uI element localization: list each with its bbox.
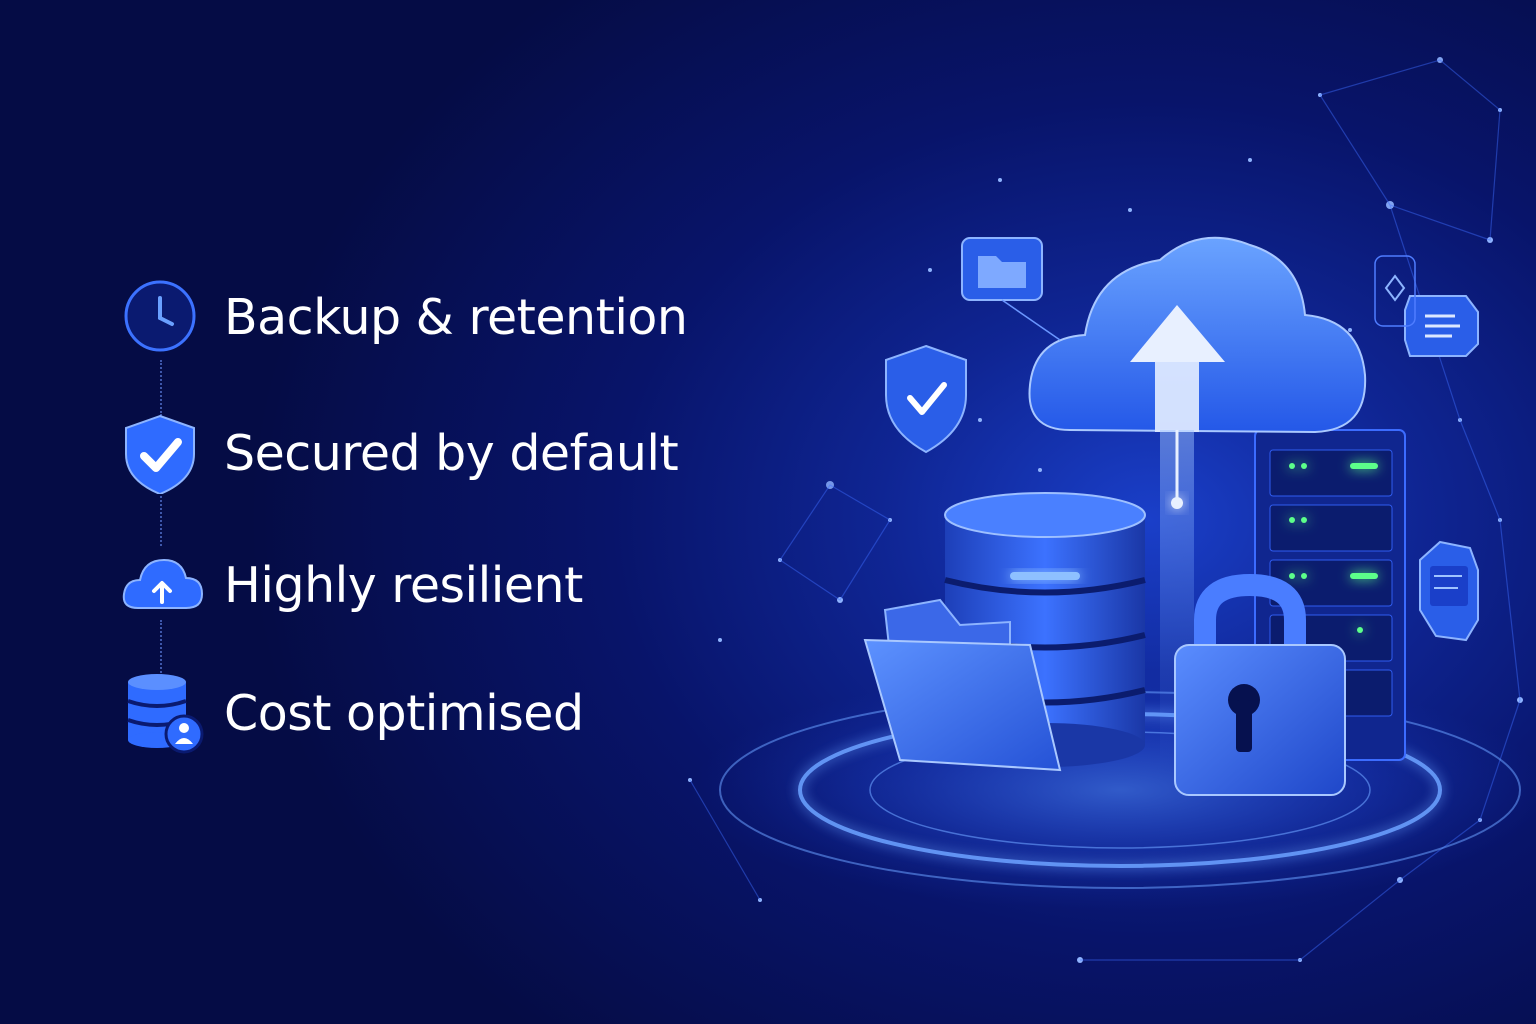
feature-secured-by-default: Secured by default [120,414,740,494]
connector-line [160,620,162,676]
feature-label: Highly resilient [224,557,583,614]
feature-label: Backup & retention [224,289,688,346]
feature-label: Secured by default [224,425,679,482]
floating-card-badge [1419,540,1479,642]
folder-graphic [863,598,1062,772]
connector-line [160,496,162,546]
floating-document-badge [1404,295,1479,357]
feature-list: Backup & retention Secured by default Hi… [0,0,760,1024]
feature-cost-optimised: Cost optimised [120,674,740,754]
feature-label: Cost optimised [224,685,584,742]
connector-line [160,360,162,416]
shield-check-icon [120,414,204,494]
cloud-upload-graphic [1028,236,1367,770]
cloud-upload-icon [120,546,204,626]
floating-shield-badge [885,344,967,454]
padlock-graphic [1174,573,1346,796]
feature-backup-retention: Backup & retention [120,278,740,358]
clock-icon [120,278,204,358]
feature-highly-resilient: Highly resilient [120,546,740,626]
floating-folder-badge [961,237,1061,341]
database-user-icon [120,674,204,754]
floating-diamond-badge [1374,255,1416,327]
